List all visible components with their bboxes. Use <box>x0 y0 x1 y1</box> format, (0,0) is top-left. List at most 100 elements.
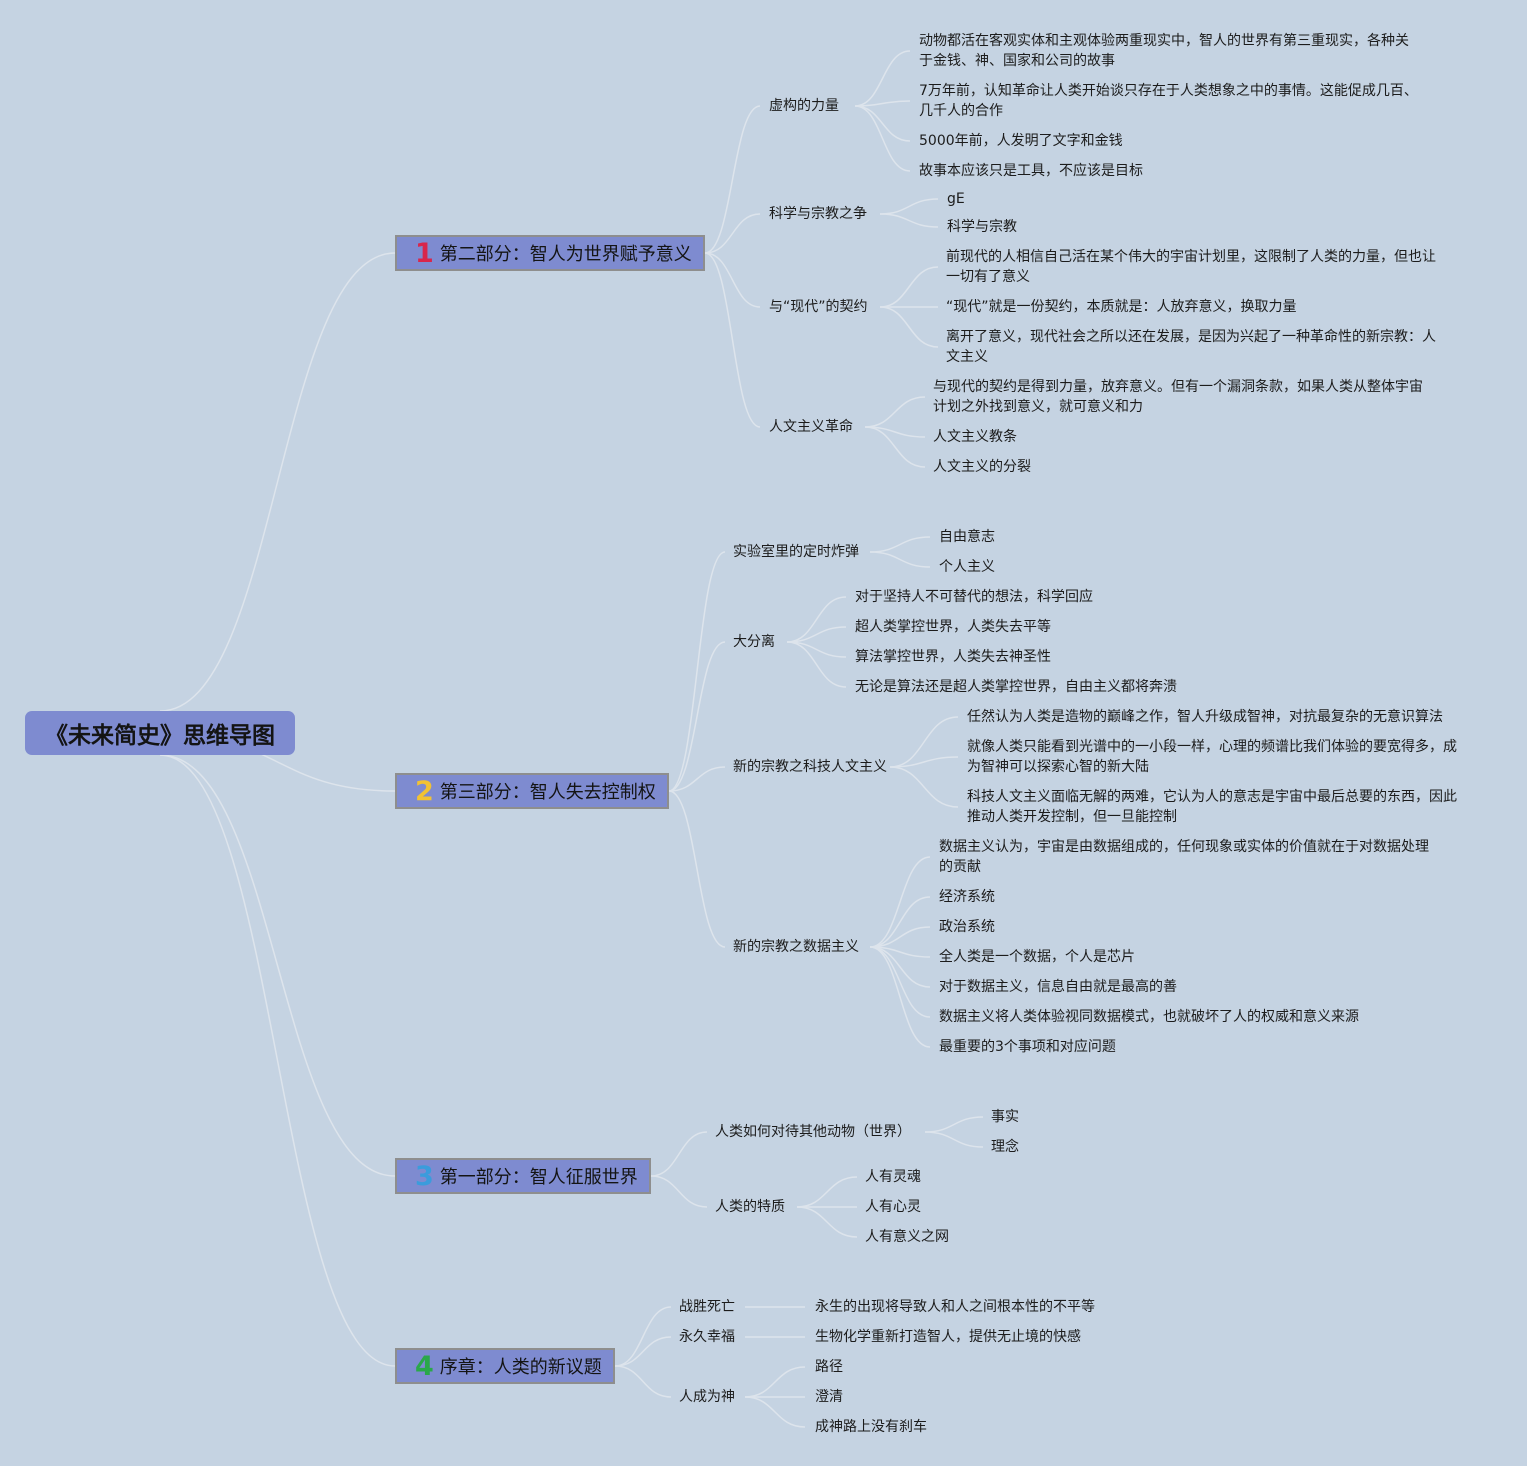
leaf-node[interactable]: 人文主义的分裂 <box>933 459 1031 475</box>
connector-line <box>879 213 939 228</box>
connector-line <box>854 100 911 107</box>
topic-node[interactable]: 新的宗教之科技人文主义 <box>733 759 887 775</box>
leaf-node[interactable]: 数据主义认为，宇宙是由数据组成的，任何现象或实体的价值就在于对数据处理的贡献 <box>939 839 1429 875</box>
connector-line <box>924 1131 984 1148</box>
leaf-node[interactable]: 永生的出现将导致人和人之间根本性的不平等 <box>815 1299 1095 1315</box>
connector-line <box>786 641 847 688</box>
leaf-node[interactable]: 自由意志 <box>939 529 995 545</box>
connector-line <box>704 213 761 254</box>
leaf-node[interactable]: 理念 <box>991 1139 1019 1155</box>
leaf-node[interactable]: 人有灵魂 <box>865 1169 921 1185</box>
connector-line <box>879 266 939 308</box>
leaf-node[interactable]: 前现代的人相信自己活在某个伟大的宇宙计划里，这限制了人类的力量，但也让一切有了意… <box>946 249 1436 285</box>
section-number: 4 <box>415 1350 434 1382</box>
connector-line <box>614 1336 672 1367</box>
leaf-node[interactable]: 个人主义 <box>939 559 995 575</box>
leaf-node[interactable]: 对于数据主义，信息自由就是最高的善 <box>939 979 1177 995</box>
section-number: 2 <box>415 775 434 807</box>
topic-node[interactable]: 大分离 <box>733 634 775 650</box>
connector-line <box>889 756 959 768</box>
connector-line <box>614 1365 672 1398</box>
leaf-node[interactable]: 5000年前，人发明了文字和金钱 <box>919 133 1123 149</box>
topic-node[interactable]: 战胜死亡 <box>679 1299 735 1315</box>
leaf-node[interactable]: 经济系统 <box>939 889 995 905</box>
leaf-node[interactable]: 数据主义将人类体验视同数据模式，也就破坏了人的权威和意义来源 <box>939 1009 1359 1025</box>
connector-line <box>668 551 726 792</box>
connector-line <box>869 551 931 568</box>
root-title: 《未来简史》思维导图 <box>45 723 275 749</box>
topic-node[interactable]: 人类的特质 <box>715 1199 785 1215</box>
connector-line <box>668 790 726 948</box>
connector-line <box>786 626 847 643</box>
connector-line <box>159 252 396 712</box>
leaf-node[interactable]: 澄清 <box>815 1389 843 1405</box>
topic-node[interactable]: 人文主义革命 <box>769 419 853 435</box>
topic-node[interactable]: 人类如何对待其他动物（世界） <box>715 1124 911 1140</box>
connector-line <box>704 252 761 428</box>
leaf-node[interactable]: 就像人类只能看到光谱中的一小段一样，心理的频谱比我们体验的要宽得多，成为智神可以… <box>967 739 1457 775</box>
connector-line <box>869 536 931 553</box>
leaf-node[interactable]: 人文主义教条 <box>933 429 1017 445</box>
connector-line <box>854 50 911 107</box>
leaf-node[interactable]: 政治系统 <box>939 919 995 935</box>
section-title: 第三部分：智人失去控制权 <box>439 782 656 803</box>
leaf-node[interactable]: 事实 <box>991 1109 1019 1125</box>
section-number: 1 <box>415 237 434 269</box>
connector-line <box>924 1116 984 1133</box>
section-number: 3 <box>415 1160 434 1192</box>
section-node-3[interactable]: 3 第一部分：智人征服世界 <box>395 1158 651 1194</box>
connector-line <box>879 306 939 348</box>
connector-line <box>854 105 911 172</box>
leaf-node[interactable]: 人有意义之网 <box>865 1229 949 1245</box>
section-node-2[interactable]: 2 第三部分：智人失去控制权 <box>395 773 669 809</box>
section-node-4[interactable]: 4 序章：人类的新议题 <box>395 1348 615 1384</box>
section-node-1[interactable]: 1 第二部分：智人为世界赋予意义 <box>395 235 705 271</box>
connector-line <box>864 426 926 468</box>
connector-line <box>864 396 926 428</box>
connector-line <box>614 1306 672 1367</box>
topic-node[interactable]: 科学与宗教之争 <box>769 206 867 222</box>
leaf-node[interactable]: 对于坚持人不可替代的想法，科学回应 <box>855 589 1093 605</box>
connector-line <box>668 766 726 792</box>
leaf-node[interactable]: 最重要的3个事项和对应问题 <box>939 1039 1116 1055</box>
connector-line <box>869 896 931 948</box>
section-title: 第一部分：智人征服世界 <box>439 1167 638 1188</box>
connector-line <box>744 1366 806 1398</box>
root-node[interactable]: 《未来简史》思维导图 <box>25 711 295 755</box>
connector-line <box>159 754 396 1177</box>
leaf-node[interactable]: 离开了意义，现代社会之所以还在发展，是因为兴起了一种革命性的新宗教：人文主义 <box>946 329 1436 365</box>
leaf-node[interactable]: 生物化学重新打造智人，提供无止境的快感 <box>815 1329 1081 1345</box>
leaf-node[interactable]: 科技人文主义面临无解的两难，它认为人的意志是宇宙中最后总要的东西，因此推动人类开… <box>967 789 1457 825</box>
leaf-node[interactable]: 科学与宗教 <box>947 219 1017 235</box>
leaf-node[interactable]: 7万年前，认知革命让人类开始谈只存在于人类想象之中的事情。这能促成几百、几千人的… <box>919 83 1418 119</box>
leaf-node[interactable]: 无论是算法还是超人类掌控世界，自由主义都将奔溃 <box>855 679 1177 695</box>
leaf-node[interactable]: 算法掌控世界，人类失去神圣性 <box>855 649 1051 665</box>
leaf-node[interactable]: 超人类掌控世界，人类失去平等 <box>855 619 1051 635</box>
connector-line <box>869 946 931 1018</box>
topic-node[interactable]: 与“现代”的契约 <box>769 299 868 315</box>
connector-line <box>889 766 959 808</box>
leaf-node[interactable]: 任然认为人类是造物的巅峰之作，智人升级成智神，对抗最复杂的无意识算法 <box>967 709 1443 725</box>
connector-line <box>854 105 911 142</box>
leaf-node[interactable]: 故事本应该只是工具，不应该是目标 <box>919 163 1143 179</box>
topic-node[interactable]: 新的宗教之数据主义 <box>733 939 859 955</box>
connector-line <box>704 252 761 308</box>
connector-line <box>796 1176 858 1208</box>
connector-line <box>704 105 761 254</box>
leaf-node[interactable]: 成神路上没有刹车 <box>815 1419 927 1435</box>
leaf-node[interactable]: 人有心灵 <box>865 1199 921 1215</box>
leaf-node[interactable]: 全人类是一个数据，个人是芯片 <box>939 949 1135 965</box>
leaf-node[interactable]: 动物都活在客观实体和主观体验两重现实中，智人的世界有第三重现实，各种关于金钱、神… <box>919 33 1409 69</box>
leaf-node[interactable]: gE <box>947 191 965 207</box>
topic-node[interactable]: 实验室里的定时炸弹 <box>733 544 859 560</box>
leaf-node[interactable]: “现代”就是一份契约，本质就是：人放弃意义，换取力量 <box>946 299 1297 315</box>
connector-line <box>869 946 931 988</box>
topic-node[interactable]: 虚构的力量 <box>769 98 839 114</box>
topic-node[interactable]: 永久幸福 <box>679 1329 735 1345</box>
leaf-node[interactable]: 路径 <box>815 1359 843 1375</box>
connector-line <box>869 926 931 948</box>
connector-line <box>744 1396 806 1428</box>
topic-node[interactable]: 人成为神 <box>679 1389 735 1405</box>
leaf-node[interactable]: 与现代的契约是得到力量，放弃意义。但有一个漏洞条款，如果人类从整体宇宙计划之外找… <box>933 379 1423 415</box>
